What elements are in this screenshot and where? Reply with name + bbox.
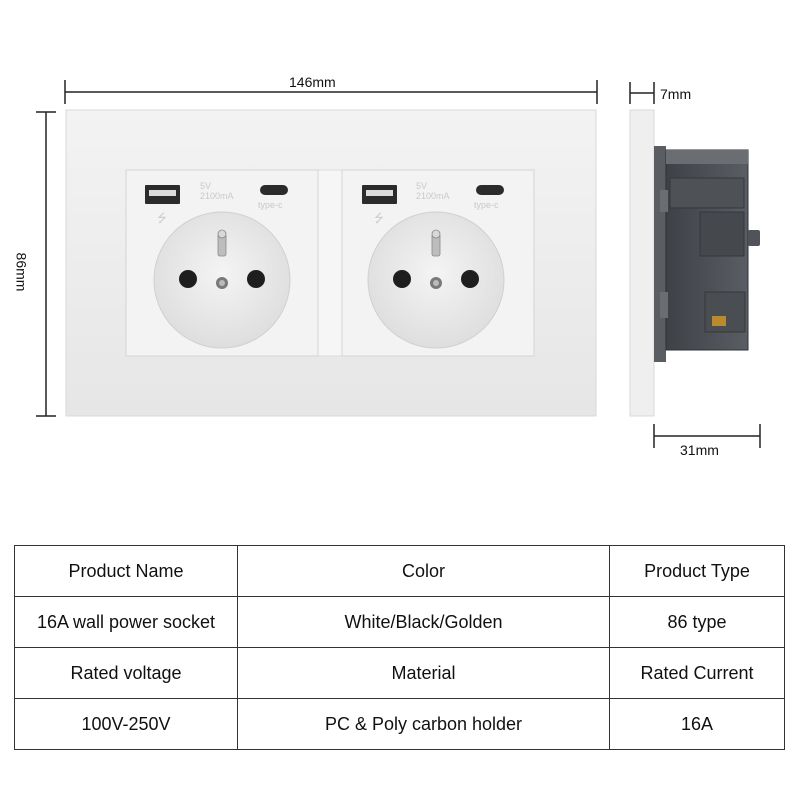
table-cell: 16A bbox=[609, 698, 785, 750]
table-cell: Rated voltage bbox=[14, 647, 238, 699]
table-cell: Color bbox=[237, 545, 610, 597]
left-socket-module: ⭍ bbox=[125, 169, 319, 357]
table-cell: Rated Current bbox=[609, 647, 785, 699]
height-dimension bbox=[36, 111, 56, 417]
table-cell: 100V-250V bbox=[14, 698, 238, 750]
table-cell: White/Black/Golden bbox=[237, 596, 610, 648]
socket-hole-icon bbox=[461, 270, 479, 288]
table-cell: Material bbox=[237, 647, 610, 699]
socket-hole-icon bbox=[247, 270, 265, 288]
table-cell: 86 type bbox=[609, 596, 785, 648]
right-socket-module: ⭍ bbox=[341, 169, 535, 357]
front-plate: ⭍ ⭍ bbox=[65, 109, 597, 417]
table-cell: 16A wall power socket bbox=[14, 596, 238, 648]
table-cell: Product Type bbox=[609, 545, 785, 597]
usb-symbol-icon: ⭍ bbox=[157, 211, 167, 225]
table-cell: PC & Poly carbon holder bbox=[237, 698, 610, 750]
height-label: 86mm bbox=[13, 252, 30, 292]
table-row: Product Name Color Product Type bbox=[14, 545, 785, 597]
typec-label: type-c bbox=[258, 200, 283, 210]
typec-label: type-c bbox=[474, 200, 499, 210]
specs-table: Product Name Color Product Type 16A wall… bbox=[14, 545, 785, 750]
usb-c-port-icon bbox=[476, 185, 504, 195]
socket-hole-icon bbox=[179, 270, 197, 288]
usb-symbol-icon: ⭍ bbox=[374, 211, 384, 225]
product-drawing: ⭍ ⭍ bbox=[36, 80, 761, 448]
plate-depth-label: 7mm bbox=[660, 86, 692, 102]
side-view bbox=[629, 109, 760, 417]
table-row: Rated voltage Material Rated Current bbox=[14, 647, 785, 699]
table-row: 16A wall power socket White/Black/Golden… bbox=[14, 596, 785, 648]
plate-depth-dimension bbox=[629, 82, 655, 104]
total-depth-label: 31mm bbox=[680, 442, 719, 458]
width-dimension bbox=[64, 80, 598, 104]
usb-c-port-icon bbox=[260, 185, 288, 195]
total-depth-dimension bbox=[653, 424, 761, 448]
socket-hole-icon bbox=[393, 270, 411, 288]
table-cell: Product Name bbox=[14, 545, 238, 597]
width-label: 146mm bbox=[289, 74, 336, 90]
table-row: 100V-250V PC & Poly carbon holder 16A bbox=[14, 698, 785, 750]
